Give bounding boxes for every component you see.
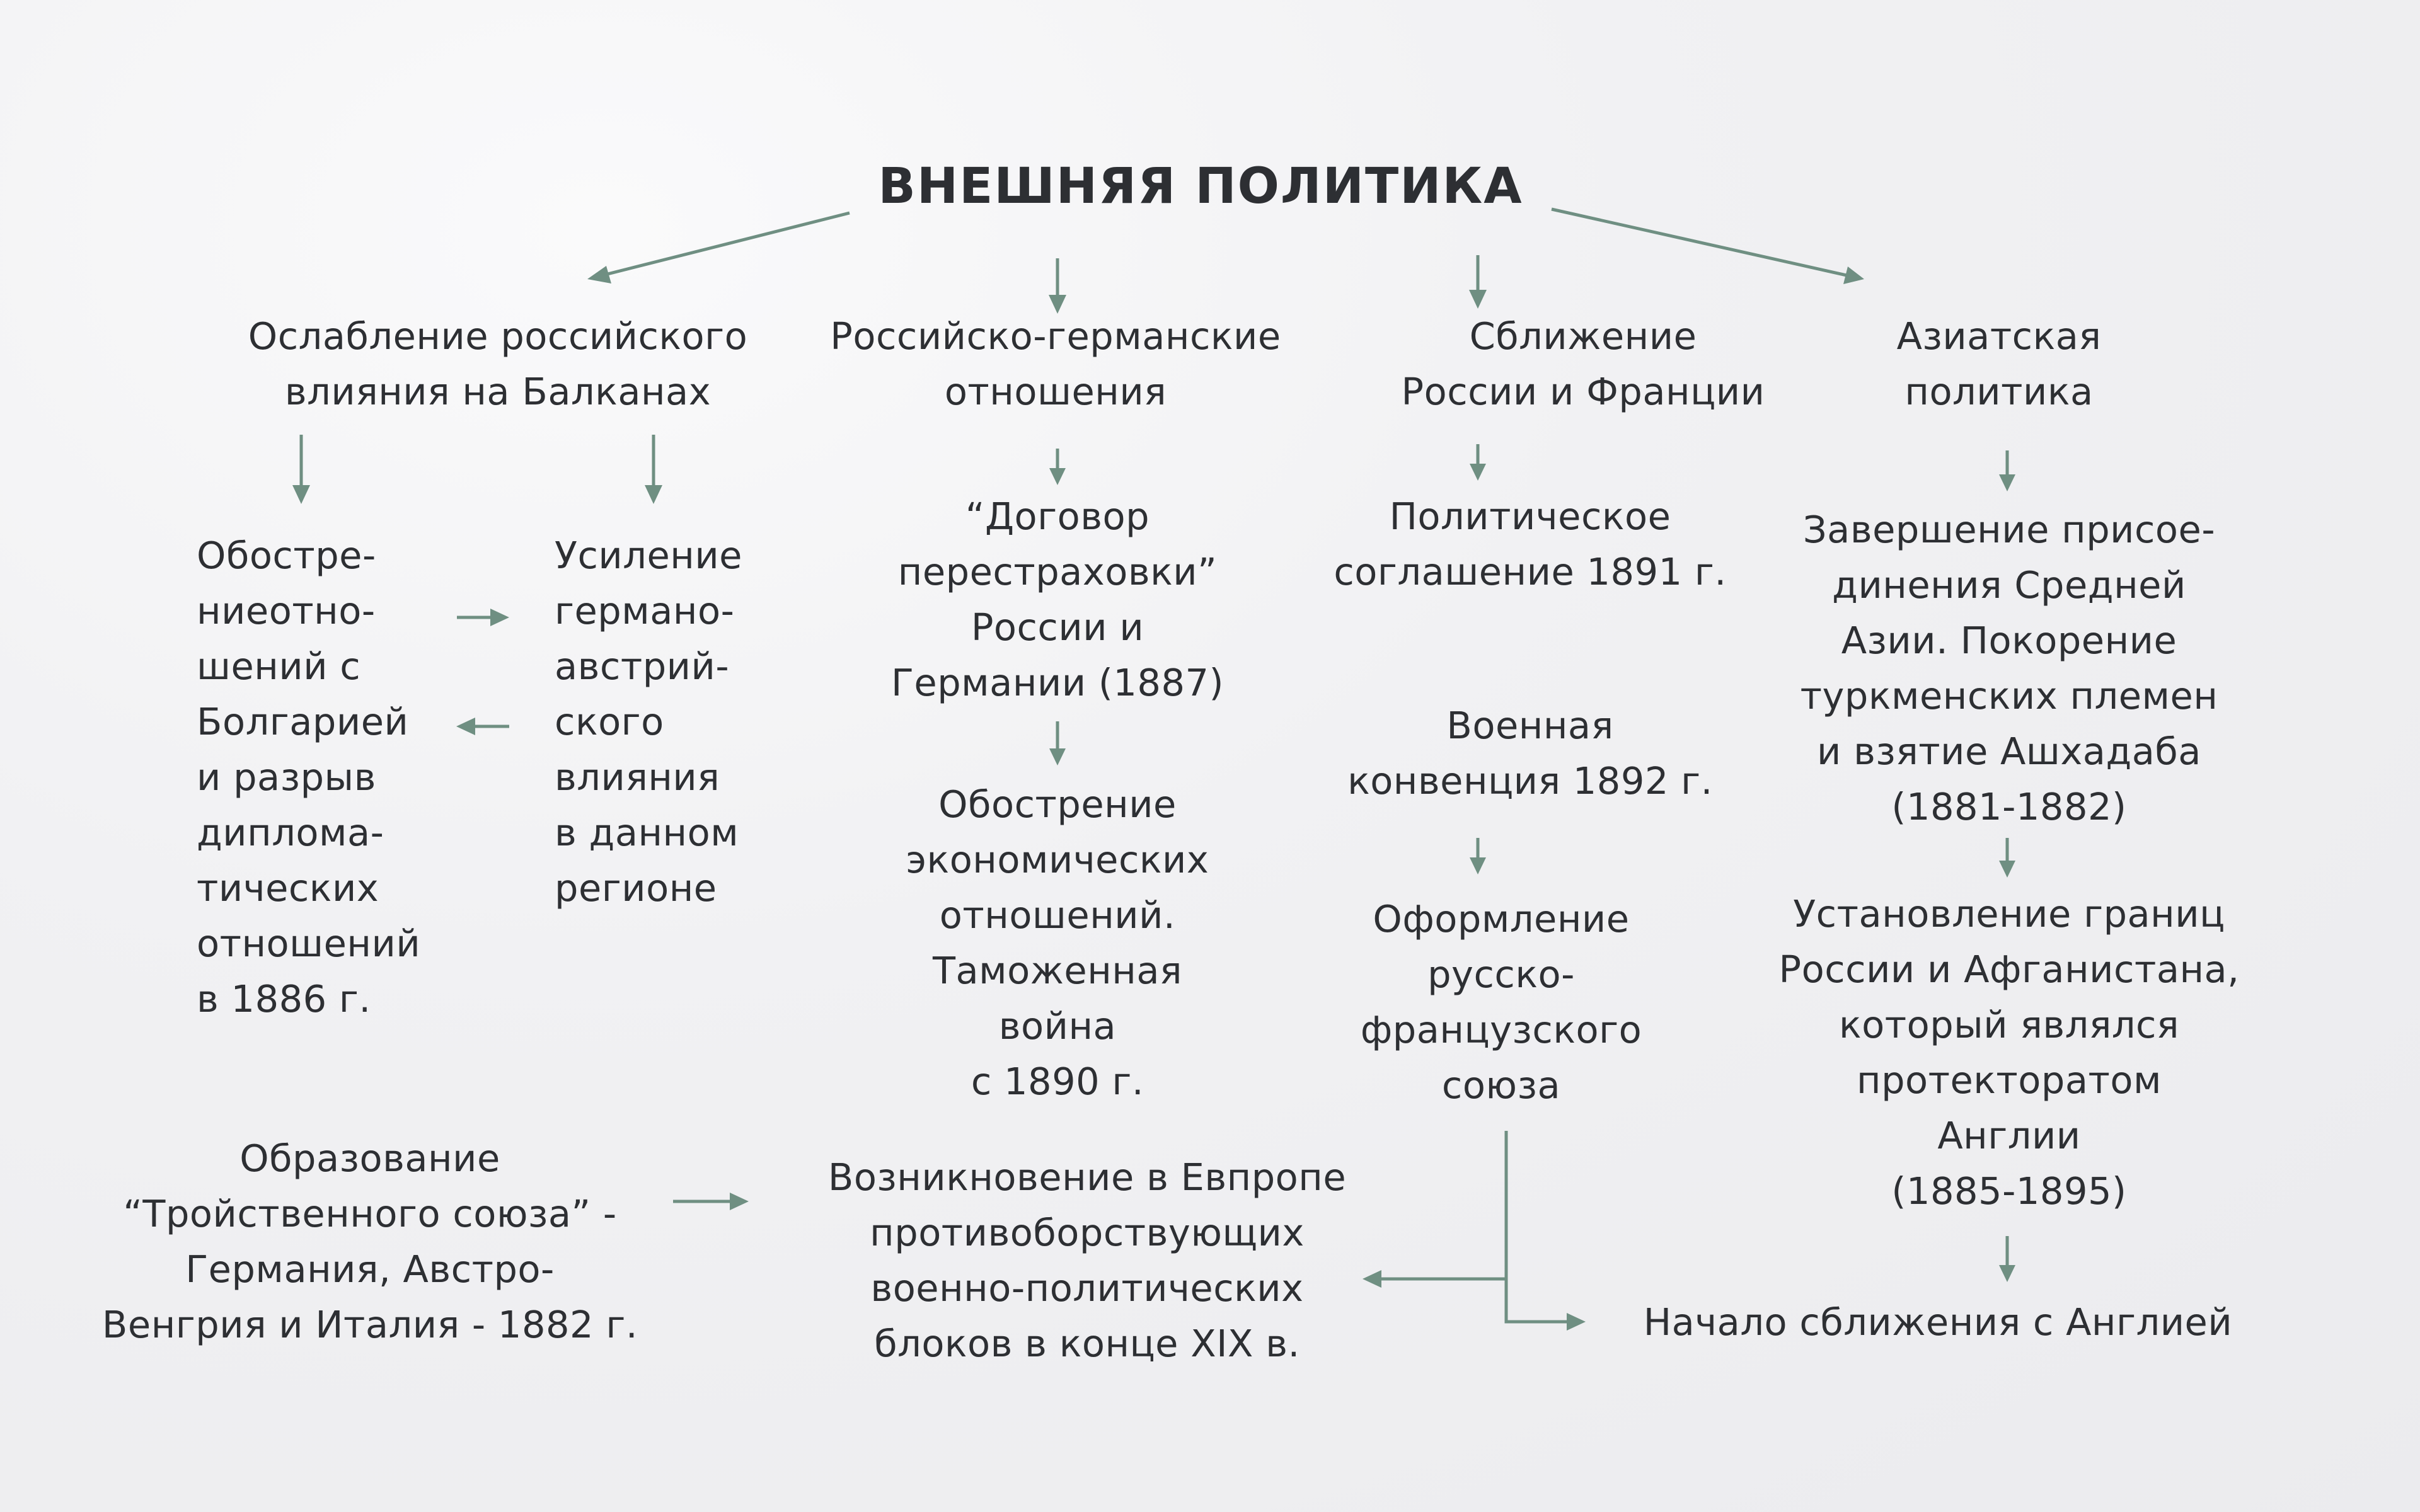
arrow-convention-to-union: [1470, 838, 1486, 874]
node-balkans: Ослабление российского влияния на Балкан…: [248, 314, 748, 413]
arrow-union-to-blocs-and-england: [1363, 1131, 1586, 1331]
node-military-blocs: Возникновение в Евпропе противоборствующ…: [827, 1155, 1347, 1365]
arrow-asian-to-central-asia: [1999, 450, 2015, 491]
arrow-austro-german-to-bulgaria: [456, 718, 509, 735]
node-russo-french: Сближение России и Франции: [1401, 314, 1765, 413]
arrow-central-asia-to-afghanistan: [1999, 838, 2015, 878]
arrow-balkans-to-austro-german: [645, 435, 662, 504]
arrow-russo-french-to-agreement: [1470, 444, 1486, 481]
node-reinsurance-treaty: “Договор перестраховки” России и Германи…: [890, 495, 1224, 704]
node-russo-german: Российско-германские отношения: [830, 314, 1281, 413]
arrow-title-to-asian: [1551, 207, 1864, 284]
node-asian: Азиатская политика: [1896, 314, 2102, 413]
diagram-title: ВНЕШНЯЯ ПОЛИТИКА: [878, 158, 1523, 215]
arrow-bulgaria-to-austro-german: [457, 609, 509, 626]
arrow-balkans-to-bulgaria: [292, 435, 310, 504]
node-political-agreement: Политическое соглашение 1891 г.: [1334, 495, 1727, 593]
arrow-afghanistan-to-england: [1999, 1236, 2015, 1282]
node-central-asia: Завершение присое- динения Средней Азии.…: [1800, 508, 2218, 828]
arrow-treaty-to-customs-war: [1049, 721, 1066, 765]
arrow-title-to-russo-german: [1049, 258, 1066, 314]
node-customs-war: Обострение экономических отношений. Тамо…: [906, 782, 1209, 1103]
arrow-title-to-balkans: [587, 211, 850, 284]
arrow-triple-alliance-to-blocs: [673, 1193, 749, 1210]
node-triple-alliance: Образование “Тройственного союза” - Герм…: [101, 1137, 638, 1346]
node-franco-russian-union: Оформление русско- французского союза: [1360, 897, 1642, 1107]
node-england-rapprochement: Начало сближения с Англией: [1643, 1300, 2233, 1344]
node-bulgaria-relations: Обостре- ниеотно- шений с Болгарией и ра…: [197, 534, 421, 1021]
node-austro-german-influence: Усиление германо- австрий- ского влияния…: [555, 534, 742, 910]
node-military-convention: Военная конвенция 1892 г.: [1347, 704, 1713, 803]
arrow-russo-german-to-treaty: [1049, 449, 1066, 485]
arrow-title-to-russo-french: [1469, 255, 1487, 309]
node-afghanistan-border: Установление границ России и Афганистана…: [1778, 892, 2240, 1213]
